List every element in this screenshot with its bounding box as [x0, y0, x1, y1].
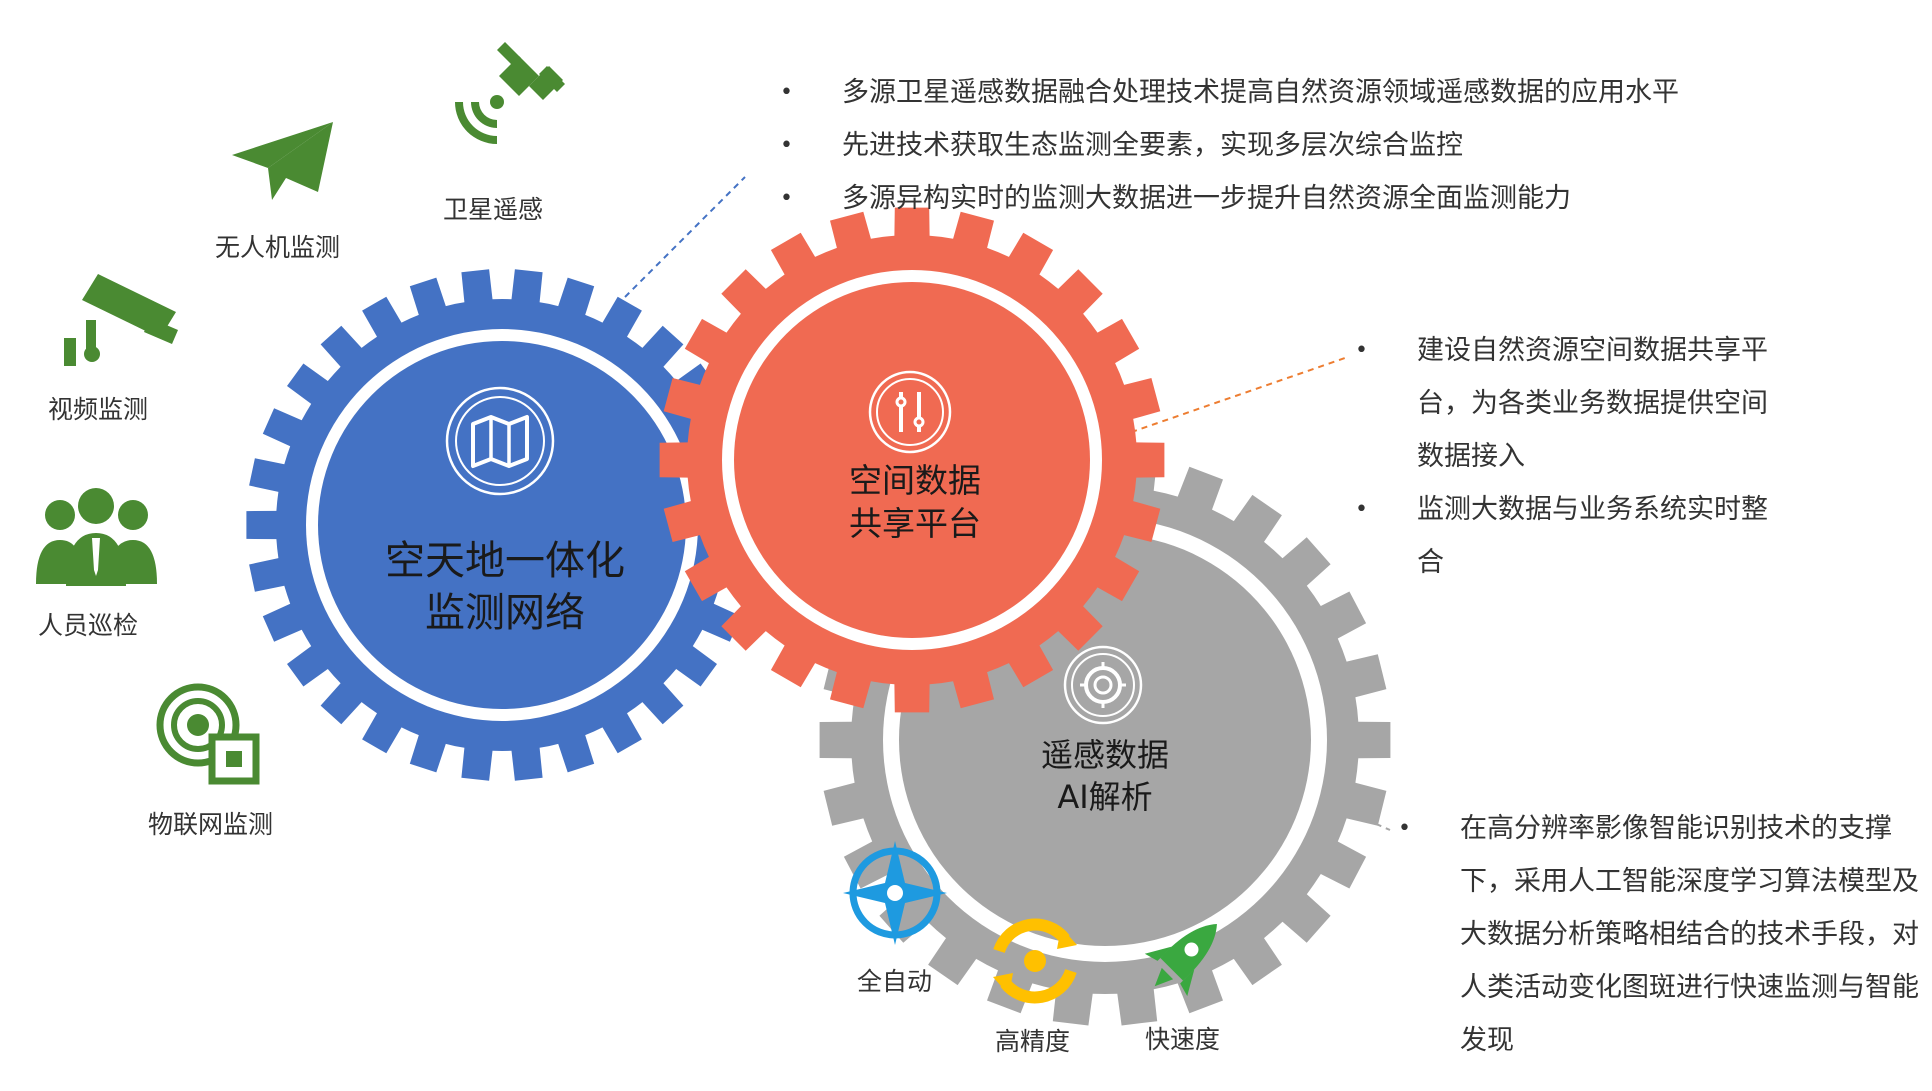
ai-chip-icon: [1063, 645, 1143, 725]
compass-icon: [843, 841, 947, 945]
sharing-gear-title-line1: 空间数据: [849, 461, 981, 500]
sharing-gear: [659, 207, 1165, 713]
bullet-item: 建设自然资源空间数据共享平台，为各类业务数据提供空间数据接入: [1355, 324, 1775, 483]
bullet-item: 多源异构实时的监测大数据进一步提升自然资源全面监测能力: [780, 172, 1820, 225]
share-platform-icon: [868, 370, 952, 454]
feature-label-precision: 高精度: [995, 1027, 1071, 1056]
bullet-list-bot: 在高分辨率影像智能识别技术的支撑下，采用人工智能深度学习算法模型及大数据分析策略…: [1398, 802, 1928, 1067]
source-label-satellite: 卫星遥感: [443, 195, 544, 224]
sharing-gear-title: 空间数据 共享平台: [770, 460, 1060, 546]
target-icon: [993, 918, 1077, 1004]
main-gear-title: 空天地一体化 监测网络: [335, 535, 675, 639]
gear-blue-hub: [318, 341, 686, 709]
bullet-list-top: 多源卫星遥感数据融合处理技术提高自然资源领域遥感数据的应用水平 先进技术获取生态…: [780, 66, 1820, 225]
people-icon: [36, 488, 157, 586]
main-gear-title-line1: 空天地一体化: [385, 538, 625, 584]
gear-orange-hub: [734, 282, 1090, 638]
satellite-icon: [455, 42, 565, 144]
source-label-patrol: 人员巡检: [38, 611, 139, 640]
bullet-list-mid: 建设自然资源空间数据共享平台，为各类业务数据提供空间数据接入 监测大数据与业务系…: [1355, 324, 1775, 589]
feature-label-speed: 快速度: [1145, 1025, 1221, 1054]
ai-gear-title-line1: 遥感数据: [1040, 736, 1169, 774]
connector-line-top: [624, 176, 746, 298]
ai-gear-title-line2: AI解析: [1057, 777, 1153, 816]
sharing-gear-title-line2: 共享平台: [849, 503, 981, 543]
bullet-item: 在高分辨率影像智能识别技术的支撑下，采用人工智能深度学习算法模型及大数据分析策略…: [1398, 802, 1928, 1067]
ai-gear-title: 遥感数据 AI解析: [970, 735, 1240, 818]
bullet-item: 监测大数据与业务系统实时整合: [1355, 483, 1775, 589]
source-label-iot: 物联网监测: [148, 810, 274, 839]
main-gear-title-line2: 监测网络: [425, 590, 585, 636]
drone-plane-icon: [232, 122, 333, 200]
map-icon: [445, 386, 555, 496]
main-gear: [246, 269, 758, 781]
bullet-item: 多源卫星遥感数据融合处理技术提高自然资源领域遥感数据的应用水平: [780, 66, 1820, 119]
camera-icon: [64, 274, 178, 366]
source-label-video: 视频监测: [48, 395, 149, 424]
iot-sensor-icon: [156, 683, 260, 785]
feature-label-auto: 全自动: [857, 967, 933, 996]
bullet-item: 先进技术获取生态监测全要素，实现多层次综合监控: [780, 119, 1820, 172]
source-label-drone: 无人机监测: [215, 233, 341, 262]
rocket-icon: [1144, 924, 1217, 997]
